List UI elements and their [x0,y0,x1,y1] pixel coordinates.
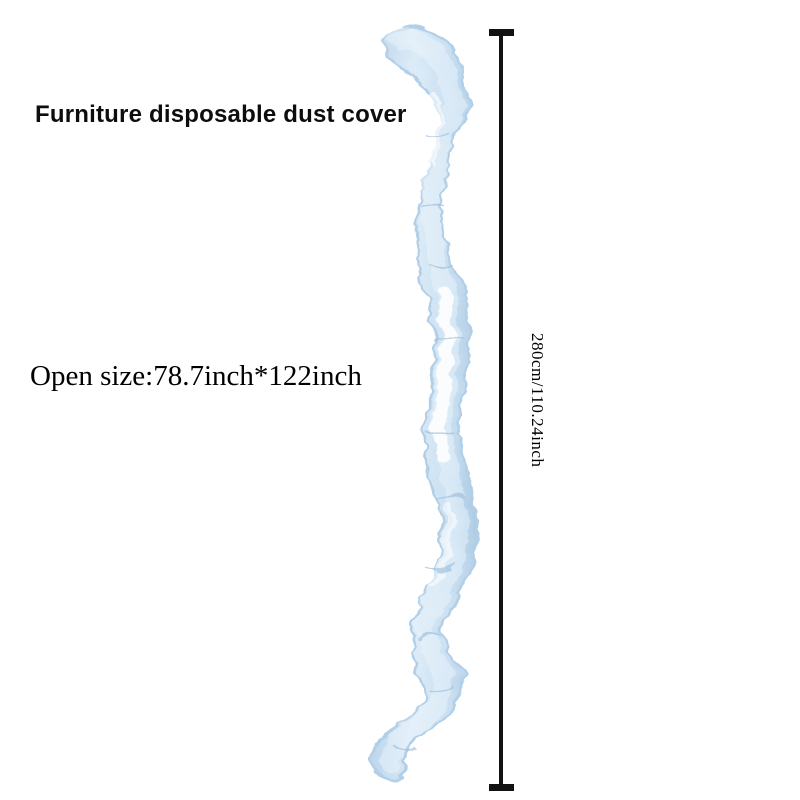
measurement-top-cap [489,29,514,36]
dust-cover-highlight-top [427,91,443,165]
dust-cover-body [369,27,480,780]
measurement-length-label: 280cm/110.24inch [528,333,547,468]
product-title: Furniture disposable dust cover [35,101,407,128]
measurement-line [499,33,503,787]
measurement-bottom-cap [489,784,514,791]
dust-cover-creases [391,131,469,748]
dust-cover-highlight [433,285,454,463]
dust-cover-highlight-bottom [429,501,454,589]
open-size-text: Open size:78.7inch*122inch [30,360,362,392]
